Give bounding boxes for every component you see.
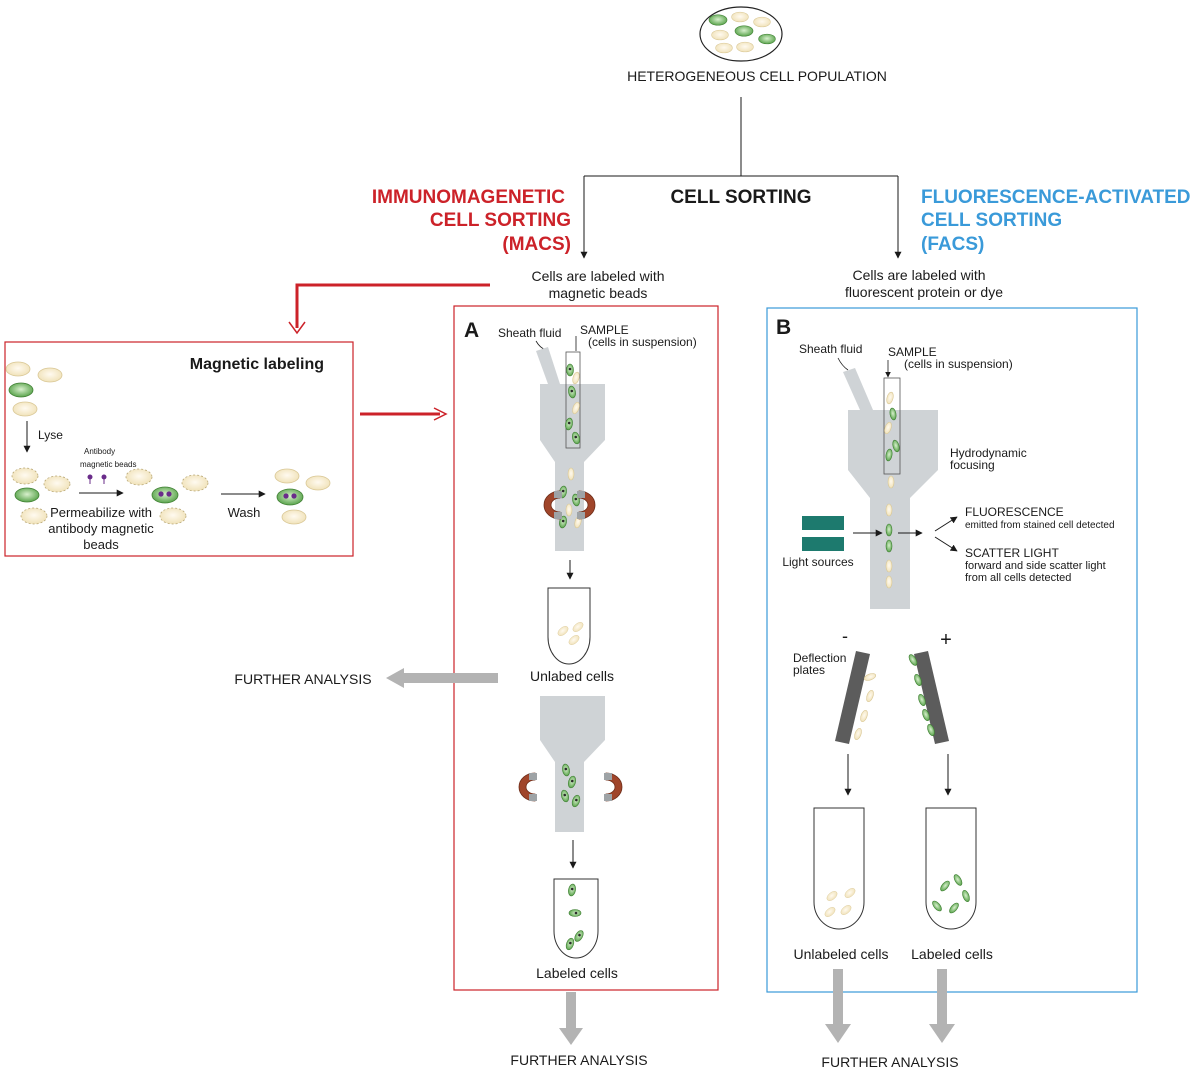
facs-label-1: Cells are labeled with: [852, 267, 985, 283]
magnetic-labeling-title: Magnetic labeling: [190, 356, 324, 373]
macs-unlabeled-label: Unlabed cells: [530, 668, 614, 684]
macs-labeled-label: Labeled cells: [536, 965, 618, 981]
permeabilize-label-3: beads: [83, 537, 119, 552]
facs-sample-label-1: SAMPLE: [888, 345, 937, 359]
red-connector: [295, 283, 490, 416]
red-arrow-head-2: [433, 407, 448, 421]
macs-title-1: IMMUNOMAGENETIC: [372, 187, 565, 208]
washed-labeled-cell: [276, 488, 304, 506]
svg-text:FURTHER ANALYSIS: FURTHER ANALYSIS: [510, 1052, 647, 1068]
macs-column-lower: [540, 696, 605, 832]
wash-label: Wash: [228, 505, 261, 520]
svg-text:FURTHER ANALYSIS: FURTHER ANALYSIS: [821, 1054, 958, 1070]
facs-labeled-label: Labeled cells: [911, 946, 993, 962]
macs-sample-label-1: SAMPLE: [580, 323, 629, 337]
macs-sample-label-2: (cells in suspension): [588, 335, 697, 349]
macs-label-1: Cells are labeled with: [531, 268, 664, 284]
sorting-connector: [580, 97, 902, 259]
antibody-label-1: Antibody: [84, 447, 115, 456]
scatter-label-2: forward and side scatter light: [965, 560, 1106, 572]
deflection-label-1: Deflection: [793, 651, 846, 665]
facs-sample-tube: [883, 377, 901, 475]
fluorescence-label-1: FLUORESCENCE: [965, 505, 1064, 519]
minus-sign: -: [842, 626, 848, 646]
macs-sheath-tube: [536, 347, 560, 384]
hydro-label-1: Hydrodynamic: [950, 446, 1027, 460]
macs-heading: IMMUNOMAGENETIC CELL SORTING (MACS): [372, 187, 571, 255]
facs-nozzle: [848, 410, 938, 609]
facs-title-1: FLUORESCENCE-ACTIVATED: [921, 187, 1191, 208]
facs-labeled-tube: [925, 807, 977, 930]
further-analysis-left: FURTHER ANALYSIS: [234, 668, 498, 688]
facs-title-3: (FACS): [921, 234, 984, 255]
deflection-label-2: plates: [793, 663, 825, 677]
fluorescence-label-2: emitted from stained cell detected: [965, 520, 1115, 531]
further-analysis-facs: FURTHER ANALYSIS: [821, 969, 959, 1070]
macs-label-2: magnetic beads: [549, 285, 648, 301]
macs-sample-tube: [565, 351, 581, 449]
population-title: HETEROGENEOUS CELL POPULATION: [627, 68, 887, 84]
labeled-cell-icon: [151, 486, 179, 504]
antibody-label-2: magnetic beads: [80, 460, 136, 469]
facs-sample-label-2: (cells in suspension): [904, 357, 1013, 371]
facs-unlabeled-tube: [813, 807, 865, 930]
magnetic-labeling-box: Magnetic labeling Lyse Antibody magnetic…: [4, 341, 354, 557]
light-source-icon-1: [802, 516, 844, 530]
scatter-label-1: SCATTER LIGHT: [965, 546, 1059, 560]
facs-unlabeled-label: Unlabeled cells: [794, 946, 889, 962]
permeabilize-label-1: Permeabilize with: [50, 505, 152, 520]
light-source-icon-2: [802, 537, 844, 551]
cell-sorting-title: CELL SORTING: [670, 187, 811, 208]
light-sources-label: Light sources: [782, 555, 853, 569]
macs-column-upper: [540, 384, 605, 551]
red-arrow-head-1: [288, 321, 306, 335]
lyse-label: Lyse: [38, 428, 63, 442]
facs-sheath-tube: [843, 368, 873, 410]
negative-plate: [835, 651, 870, 744]
panel-b-letter: B: [776, 316, 791, 339]
population-dish: [699, 6, 783, 62]
panel-a-letter: A: [464, 319, 479, 342]
macs-sheath-label: Sheath fluid: [498, 326, 561, 340]
macs-labeled-tube: [553, 878, 599, 959]
facs-panel: B Sheath fluid SAMPLE (cells in suspensi…: [766, 307, 1138, 993]
facs-sheath-label: Sheath fluid: [799, 342, 862, 356]
further-analysis-macs: FURTHER ANALYSIS: [510, 992, 648, 1068]
macs-unlabeled-tube: [547, 587, 591, 665]
antibody-bead-icon: [87, 474, 107, 484]
plus-sign: +: [940, 629, 952, 651]
macs-title-2: CELL SORTING: [430, 210, 571, 231]
scatter-label-3: from all cells detected: [965, 572, 1071, 584]
permeabilize-label-2: antibody magnetic: [48, 521, 154, 536]
hydro-label-2: focusing: [950, 458, 995, 472]
svg-text:FURTHER ANALYSIS: FURTHER ANALYSIS: [234, 671, 371, 687]
facs-title-2: CELL SORTING: [921, 210, 1062, 231]
facs-heading: FLUORESCENCE-ACTIVATED CELL SORTING (FAC…: [921, 187, 1191, 255]
macs-panel: A Sheath fluid SAMPLE (cells in suspensi…: [453, 305, 719, 991]
facs-label-2: fluorescent protein or dye: [845, 284, 1003, 300]
macs-title-3: (MACS): [502, 234, 571, 255]
positive-plate: [914, 651, 949, 744]
